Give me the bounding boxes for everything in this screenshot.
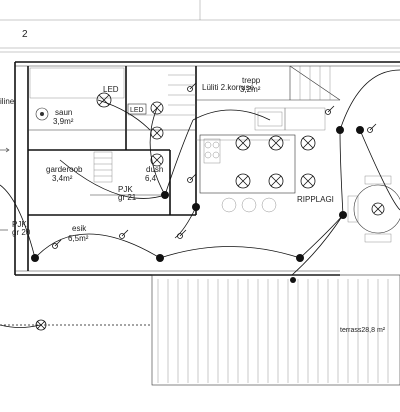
sauna-fixtures (29, 67, 168, 183)
room-label-garderoob: garderoob (46, 165, 83, 174)
left-edge-label: iline (0, 97, 15, 106)
light-fixture-icon (96, 92, 112, 108)
junction-dot (336, 126, 344, 134)
panel-group-label: gr 21 (118, 193, 137, 202)
panel-group-label: gr 20 (12, 228, 31, 237)
light-fixture-icon (35, 319, 47, 331)
switch-icon (367, 123, 377, 133)
heater-icon (35, 107, 49, 121)
bar-stools (221, 197, 277, 213)
wiring (0, 69, 400, 328)
room-label-dush: dush (146, 165, 163, 174)
room-label-trepp: trepp (242, 76, 261, 85)
switch-icon (52, 239, 62, 249)
light-fixture-icon (300, 173, 316, 189)
kitchen-counter (199, 107, 326, 194)
led-label: LED (103, 85, 119, 94)
light-fixture-icon (235, 173, 251, 189)
room-label-esik: esik (72, 224, 87, 233)
junction-dot (296, 254, 304, 262)
ceiling-label: RIPPLAGI (297, 195, 334, 204)
light-fixture-icon (150, 153, 164, 167)
light-fixtures (35, 92, 385, 331)
light-fixture-icon (235, 135, 251, 151)
switches (52, 82, 377, 249)
junction-dot (192, 203, 200, 211)
arrow-icon (5, 147, 10, 153)
led-label: LED (130, 107, 144, 114)
terrace (0, 274, 400, 386)
room-area-trepp: 3,2m² (240, 85, 261, 94)
junction-dot (161, 191, 169, 199)
junction-dots (31, 126, 364, 283)
light-fixture-icon (268, 173, 284, 189)
room-area-saun: 3,9m² (53, 117, 74, 126)
light-fixture-icon (150, 126, 164, 140)
led-box (127, 103, 147, 115)
junction-dot (356, 126, 364, 134)
light-fixture-icon (150, 101, 164, 115)
switch-icon (187, 173, 197, 183)
room-area-garderoob: 3,4m² (52, 174, 73, 183)
room-area-dush: 6,4 (145, 174, 157, 183)
room-area-esik: 6,5m² (68, 234, 89, 243)
junction-dot (31, 254, 39, 262)
switch-note: Lüliti 2.korruse (202, 83, 255, 92)
junction-dot (339, 211, 347, 219)
light-fixture-icon (371, 202, 385, 216)
dining-table (347, 175, 400, 243)
panel-label: PJK (12, 220, 27, 229)
switch-icon (187, 82, 197, 92)
junction-dot (290, 277, 296, 283)
room-label-terrass: terrass28,8 m² (340, 327, 386, 334)
building-walls (14, 61, 400, 276)
sheet-frame (0, 0, 400, 53)
sheet-number: 2 (22, 29, 28, 40)
light-fixture-icon (268, 135, 284, 151)
panel-label: PJK (118, 185, 133, 194)
junction-dot (156, 254, 164, 262)
room-label-saun: saun (55, 108, 72, 117)
switch-icon (177, 229, 187, 239)
light-fixture-icon (300, 135, 316, 151)
switch-icon (325, 105, 335, 115)
stair (168, 65, 341, 116)
switch-icon (119, 229, 129, 239)
